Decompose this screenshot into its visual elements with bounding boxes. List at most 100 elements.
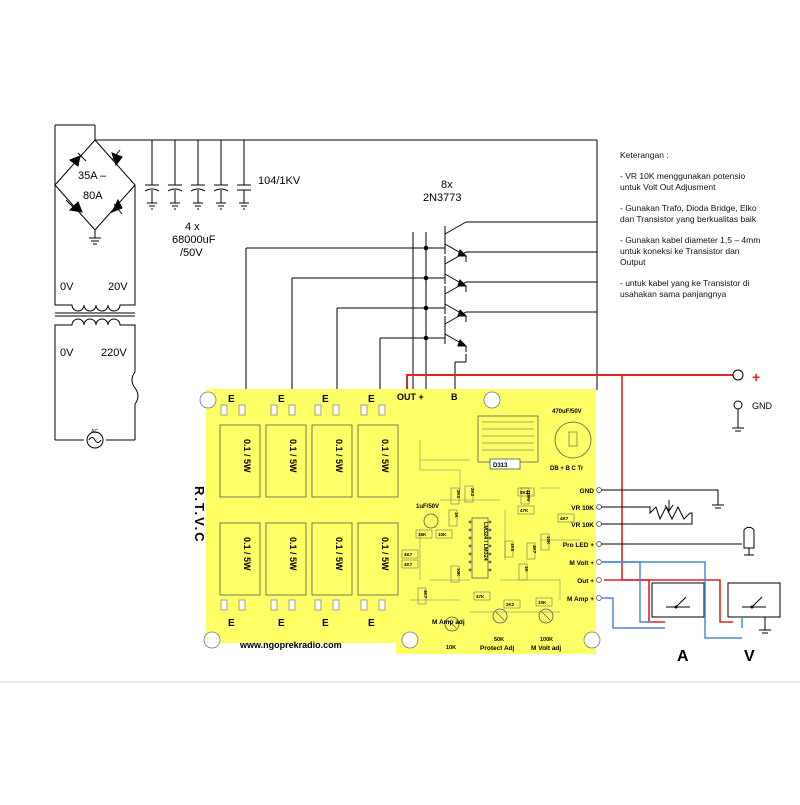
emitter-pad-label: E — [228, 394, 235, 405]
resistor-board — [206, 389, 396, 643]
emitter-pad — [220, 599, 228, 611]
output-wiring — [406, 369, 781, 639]
emitter-pad-label: E — [368, 394, 375, 405]
component-outline — [526, 542, 536, 560]
ic-pin — [468, 568, 472, 572]
capacitor-plate-curved — [190, 188, 206, 192]
transistor-collector — [444, 281, 467, 295]
transistor-stack — [245, 140, 598, 400]
component-value: 4K7 — [560, 516, 569, 521]
terminal-block: M Volt + — [569, 559, 602, 567]
terminal-pad — [596, 521, 602, 527]
film-capacitor — [237, 140, 251, 210]
small-component: 4K7 — [401, 559, 419, 569]
ic-pin — [488, 552, 492, 556]
component-value: 4K7 — [404, 562, 413, 567]
small-component: 15K — [415, 529, 433, 539]
ammeter-label: A — [677, 648, 689, 665]
small-component: 4K7 — [401, 549, 419, 559]
small-component: 47K — [517, 505, 535, 515]
transistor-2n3773 — [379, 311, 597, 390]
resistor-outline — [357, 522, 399, 596]
component-value: 2K2 — [506, 602, 515, 607]
resistor-outline — [219, 424, 261, 498]
emitter-arrow — [457, 279, 468, 287]
ic-pin — [488, 568, 492, 572]
output-gnd-label: GND — [752, 401, 773, 411]
website-label: www.ngoprekradio.com — [239, 640, 342, 650]
small-component: 2K2 — [503, 599, 521, 609]
trimmer-potentiometer: 100K — [538, 608, 554, 643]
power-resistor: 0.1 / 5W — [219, 424, 261, 498]
component-value: 10K — [538, 600, 547, 605]
ammeter-needle — [675, 596, 687, 608]
ic-pin — [488, 536, 492, 540]
voltmeter — [727, 582, 781, 618]
emitter-pad-label: E — [322, 394, 329, 405]
component-outline — [401, 559, 419, 569]
component-value: 4K7 — [404, 552, 413, 557]
component-value: 10K — [438, 532, 447, 537]
emitter-pad — [378, 404, 386, 416]
terminal-label: GND — [580, 488, 595, 495]
voltmeter-red-wire — [622, 579, 733, 623]
component-value: 15K — [546, 536, 551, 545]
resistor-outline — [311, 522, 353, 596]
component-value: 47K — [476, 594, 485, 599]
terminal-block: Pro LED + — [563, 541, 602, 549]
emitter-arrow — [457, 309, 468, 317]
primary-right-label: 220V — [101, 347, 127, 359]
capacitor-bank-voltage: /50V — [180, 247, 203, 259]
base-pad-label: B — [451, 392, 458, 402]
component-value: 15K — [418, 532, 427, 537]
emitter-pad — [238, 599, 246, 611]
ic-pin — [488, 560, 492, 564]
component-outline — [417, 587, 427, 605]
note-item-3: - Gunakan kabel diameter 1,5 – 4mm untuk… — [620, 235, 761, 267]
pot-value: 50K — [494, 637, 504, 643]
emitter-pad — [360, 404, 368, 416]
pcb-trace — [419, 440, 460, 471]
ic-pin — [468, 552, 472, 556]
transformer — [54, 280, 139, 449]
small-component: 10K — [435, 529, 453, 539]
bridge-rectifier — [54, 139, 136, 280]
small-component: 4K7 — [417, 587, 428, 605]
pot-value: 10K — [446, 645, 456, 651]
terminal-pad — [596, 577, 602, 583]
component-outline — [540, 533, 550, 551]
power-resistor: 0.1 / 5W — [265, 522, 307, 596]
component-value: 4K7 — [423, 590, 428, 599]
mounting-hole — [199, 391, 217, 409]
positive-output-terminal — [732, 369, 744, 381]
terminal-pad — [596, 504, 602, 510]
bridge-rectifier-label: DB + B C Tr — [550, 466, 584, 472]
resistor-value: 0.1 / 5W — [334, 537, 344, 571]
emitter-pad — [288, 404, 296, 416]
ic-pin — [488, 520, 492, 524]
regulator-ic-label: D313 — [493, 463, 508, 469]
ammeter — [651, 582, 705, 618]
ac-source-symbol: AC — [91, 429, 98, 435]
m-amp-blue-wire — [601, 597, 665, 629]
pot-body — [492, 608, 508, 624]
component-outline — [415, 529, 433, 539]
component-outline — [435, 529, 453, 539]
pot-body — [444, 616, 460, 632]
transistor-collector — [444, 251, 467, 265]
emitter-pad — [332, 404, 340, 416]
terminal-pad — [596, 541, 602, 547]
notes-panel: Keterangan : - VR 10K menggunakan potens… — [620, 150, 792, 300]
gnd-terminal — [733, 400, 743, 410]
terminal-label: VR 10K — [571, 505, 594, 512]
board-gnd-wire — [601, 489, 719, 505]
resistor-outline — [219, 522, 261, 596]
bridge-rating-line2: 80A — [83, 190, 103, 202]
ic-pin — [488, 544, 492, 548]
component-outline — [450, 565, 460, 583]
resistor-value: 0.1 / 5W — [334, 439, 344, 473]
pot-wiper-arrow — [664, 500, 674, 512]
emitter-pad-label: E — [322, 618, 329, 629]
